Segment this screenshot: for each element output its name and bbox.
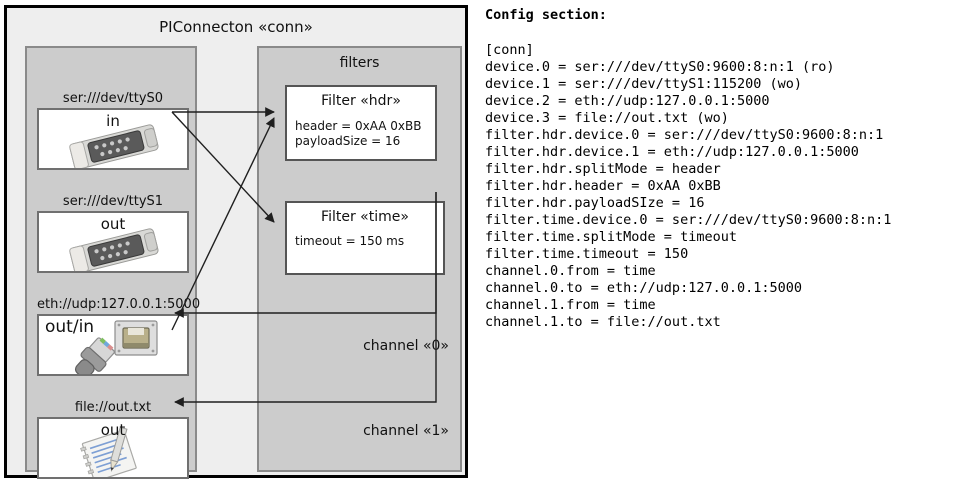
serial-port-icon <box>69 124 159 168</box>
config-line-14: channel.0.to = eth://udp:127.0.0.1:5000 <box>485 280 802 296</box>
config-line-8: filter.hdr.header = 0xAA 0xBB <box>485 178 721 194</box>
config-line-0: [conn] <box>485 42 534 58</box>
config-line-2: device.1 = ser:///dev/ttyS1:115200 (wo) <box>485 76 802 92</box>
device-ttys0-card[interactable]: in <box>37 108 189 170</box>
filter-time-prop-timeout: timeout = 150 ms <box>295 234 405 248</box>
config-section: Config section: [conn]device.0 = ser:///… <box>482 0 964 484</box>
ethernet-cable-icon <box>74 337 115 374</box>
serial-port-icon <box>69 228 159 271</box>
config-line-16: channel.1.to = file://out.txt <box>485 314 721 330</box>
config-line-4: device.3 = file://out.txt (wo) <box>485 110 729 126</box>
connector-ttys0-to-time <box>171 111 275 223</box>
device-file[interactable]: file://out.txt out <box>37 399 189 479</box>
config-line-1: device.0 = ser:///dev/ttyS0:9600:8:n:1 (… <box>485 59 835 75</box>
config-line-6: filter.hdr.device.1 = eth://udp:127.0.0.… <box>485 144 859 160</box>
config-line-15: channel.1.from = time <box>485 297 656 313</box>
config-line-5: filter.hdr.device.0 = ser:///dev/ttyS0:9… <box>485 127 884 143</box>
filter-time-title: Filter «time» <box>321 209 409 225</box>
page-title: PIConnecton «conn» <box>159 18 313 36</box>
filters-group: filters Filter «hdr» header = 0xAA 0xBB … <box>257 46 462 472</box>
connector-layer <box>171 107 437 407</box>
connector-channel-1 <box>174 192 437 407</box>
device-file-label: file://out.txt <box>74 400 152 415</box>
device-ttys0-label: ser:///dev/ttyS0 <box>62 91 164 106</box>
config-line-10: filter.time.device.0 = ser:///dev/ttyS0:… <box>485 212 892 228</box>
filter-time[interactable]: Filter «time» timeout = 150 ms <box>285 201 445 275</box>
device-eth-label: eth://udp:127.0.0.1:5000 <box>37 297 201 312</box>
config-line-12: filter.time.timeout = 150 <box>485 246 689 262</box>
filter-hdr-title: Filter «hdr» <box>321 93 401 109</box>
device-ttys1-label: ser:///dev/ttyS1 <box>62 194 164 209</box>
filter-hdr[interactable]: Filter «hdr» header = 0xAA 0xBB payloadS… <box>285 85 437 161</box>
device-ttys0[interactable]: ser:///dev/ttyS0 in <box>37 90 189 170</box>
channel-0-label: channel «0» <box>363 338 449 354</box>
connector-eth-to-hdr <box>171 117 275 331</box>
text-file-icon <box>80 428 137 477</box>
config-heading: Config section: <box>485 7 607 23</box>
config-line-9: filter.hdr.payloadSIze = 16 <box>485 195 705 211</box>
config-line-11: filter.time.splitMode = timeout <box>485 229 737 245</box>
filter-hdr-prop-payloadsize: payloadSize = 16 <box>295 134 401 148</box>
devices-group: ser:///dev/ttyS0 in <box>25 46 201 479</box>
filters-group-title: filters <box>339 55 380 71</box>
architecture-diagram: PIConnecton «conn» ser:///dev/ttyS0 in <box>0 0 478 484</box>
ethernet-jack-icon <box>114 320 158 356</box>
config-body: [conn]device.0 = ser:///dev/ttyS0:9600:8… <box>485 42 891 331</box>
channel-1-label: channel «1» <box>363 423 449 439</box>
connector-channel-0 <box>174 192 437 318</box>
device-file-card[interactable]: out <box>37 417 189 479</box>
filter-hdr-prop-header: header = 0xAA 0xBB <box>295 119 422 133</box>
piconnector-container: PIConnecton «conn» ser:///dev/ttyS0 in <box>4 5 468 479</box>
config-line-7: filter.hdr.splitMode = header <box>485 161 721 177</box>
config-line-3: device.2 = eth://udp:127.0.0.1:5000 <box>485 93 770 109</box>
config-line-13: channel.0.from = time <box>485 263 656 279</box>
